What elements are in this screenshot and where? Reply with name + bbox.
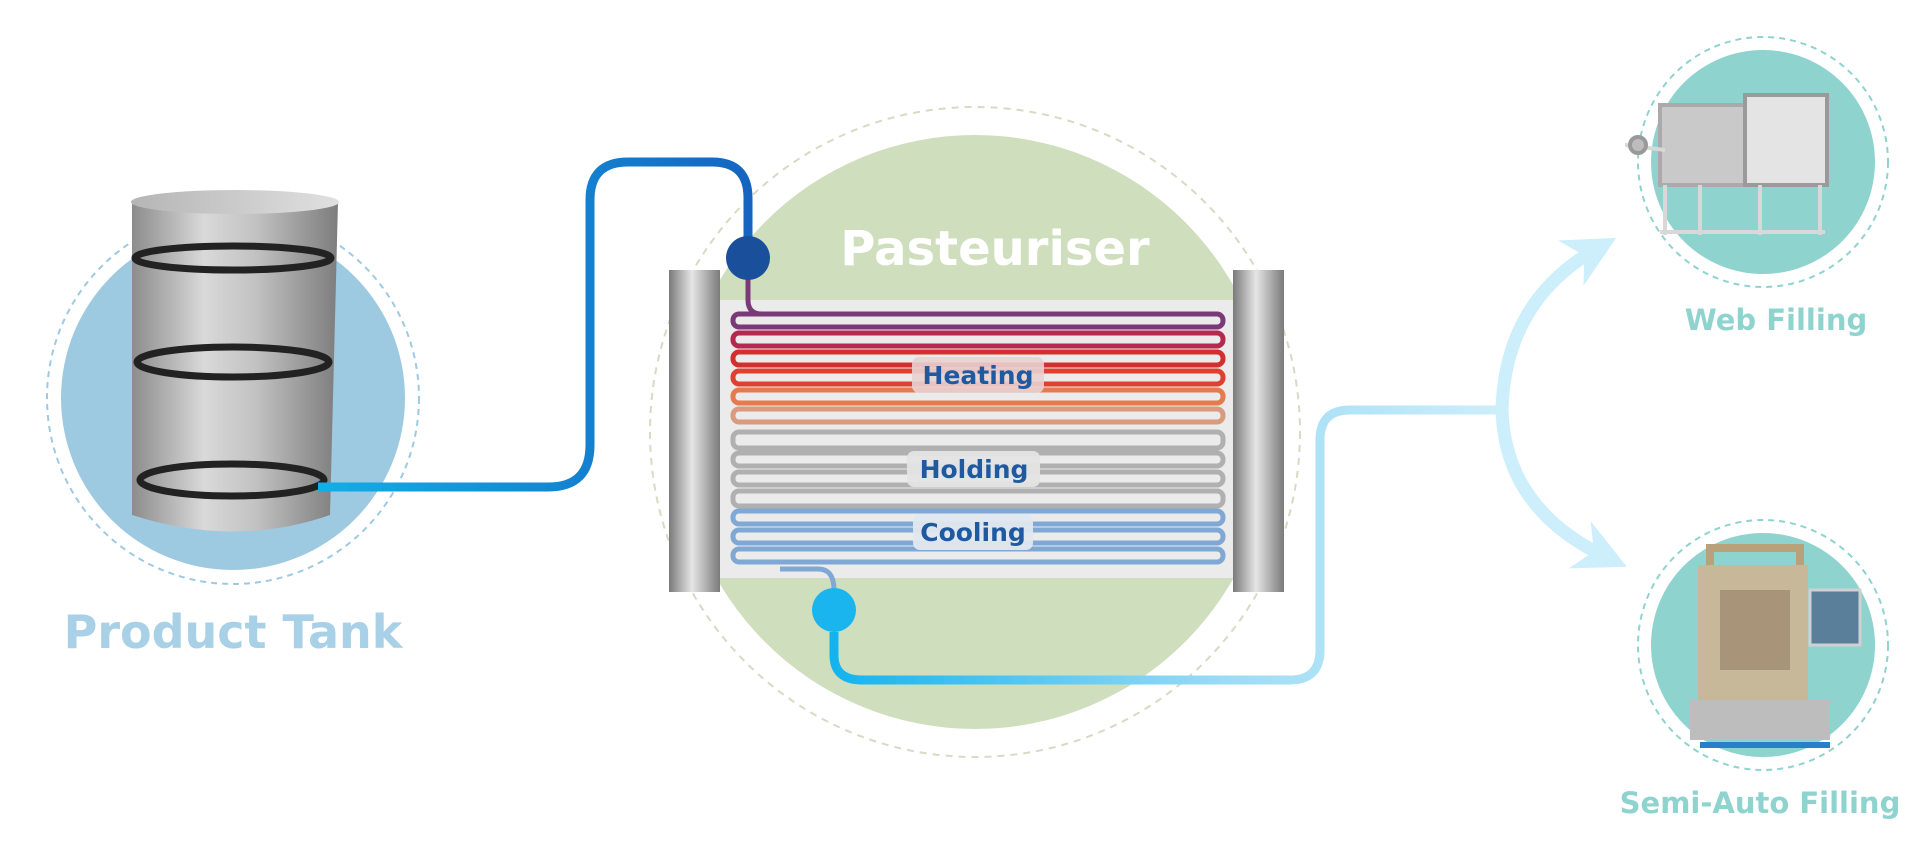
zone-label-heating: Heating <box>912 357 1044 393</box>
zone-label-holding-text: Holding <box>920 455 1029 484</box>
arrow-to-semi-auto-filling <box>1495 409 1627 569</box>
zone-label-holding: Holding <box>907 451 1040 487</box>
zone-label-cooling-text: Cooling <box>920 518 1026 547</box>
zone-label-cooling: Cooling <box>913 514 1033 550</box>
inlet-connector <box>745 258 780 317</box>
inlet-pipe <box>318 157 753 492</box>
pasteuriser-right-end-cap <box>1233 270 1284 592</box>
semi-auto-filling-label: Semi-Auto Filling <box>1620 786 1901 820</box>
pasteuriser-group: Pasteuriser <box>649 106 1301 758</box>
pasteuriser-left-end-cap <box>669 270 720 592</box>
pasteuriser-outline-ring <box>649 106 1301 758</box>
outlet-port <box>812 588 856 632</box>
web-filling-machine-icon <box>1624 93 1829 235</box>
pasteuriser-title: Pasteuriser <box>840 221 1150 277</box>
product-tank-label: Product Tank <box>64 605 404 659</box>
semi-auto-filling-outline-ring <box>1637 519 1889 771</box>
product-tank-barrel-icon <box>131 190 339 532</box>
semi-auto-filling-machine-icon <box>1690 544 1862 748</box>
product-tank-group: Product Tank <box>46 190 420 659</box>
web-filling-group: Web Filling <box>1624 36 1889 337</box>
arrow-to-web-filling <box>1495 237 1617 411</box>
web-filling-label: Web Filling <box>1685 303 1867 337</box>
zone-label-heating-text: Heating <box>923 361 1034 390</box>
outlet-pipe <box>829 405 1500 685</box>
inlet-port <box>726 236 770 280</box>
web-filling-outline-ring <box>1637 36 1889 288</box>
semi-auto-filling-group: Semi-Auto Filling <box>1620 519 1901 820</box>
product-tank-outline-ring <box>46 211 420 585</box>
